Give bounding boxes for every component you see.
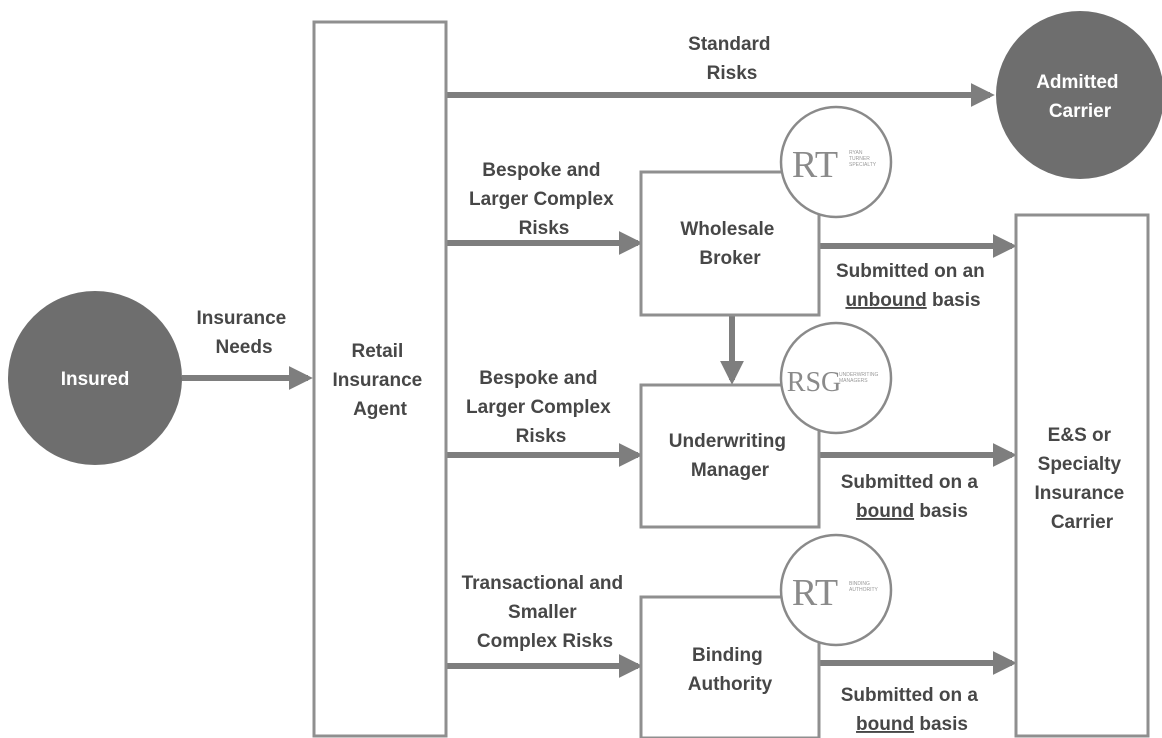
wholesale-broker-box: [639, 170, 821, 317]
bound-basis-label-1: Submitted on a bound basis: [841, 472, 984, 522]
admitted-carrier-circle: [996, 11, 1162, 179]
underwriting-manager-label: Underwriting Manager: [669, 431, 791, 481]
standard-risks-label: Standard Risks: [688, 34, 776, 84]
bespoke-risks-label-2: Bespoke and Larger Complex Risks: [466, 368, 616, 447]
insurance-needs-label: Insurance Needs: [196, 308, 291, 358]
unbound-basis-label: Submitted on an unbound basis: [836, 261, 990, 311]
transactional-risks-label: Transactional and Smaller Complex Risks: [462, 573, 629, 652]
binding-authority-label: Binding Authority: [688, 645, 773, 695]
bound-basis-label-2: Submitted on a bound basis: [841, 685, 984, 735]
insured-label: Insured: [61, 369, 130, 390]
admitted-carrier-label: Admitted Carrier: [1036, 72, 1124, 122]
insured-circle: [8, 291, 182, 465]
svg-text:RT: RT: [792, 144, 838, 186]
retail-agent-box: [312, 20, 448, 738]
svg-text:RT: RT: [792, 572, 838, 614]
bespoke-risks-label-1: Bespoke and Larger Complex Risks: [469, 160, 619, 239]
retail-agent-label: Retail Insurance Agent: [332, 341, 427, 420]
svg-text:RSG: RSG: [787, 367, 841, 398]
wholesale-broker-label: Wholesale Broker: [680, 219, 779, 269]
es-carrier-label: E&S or Specialty Insurance Carrier: [1034, 425, 1129, 533]
es-carrier-box: [1014, 213, 1150, 738]
